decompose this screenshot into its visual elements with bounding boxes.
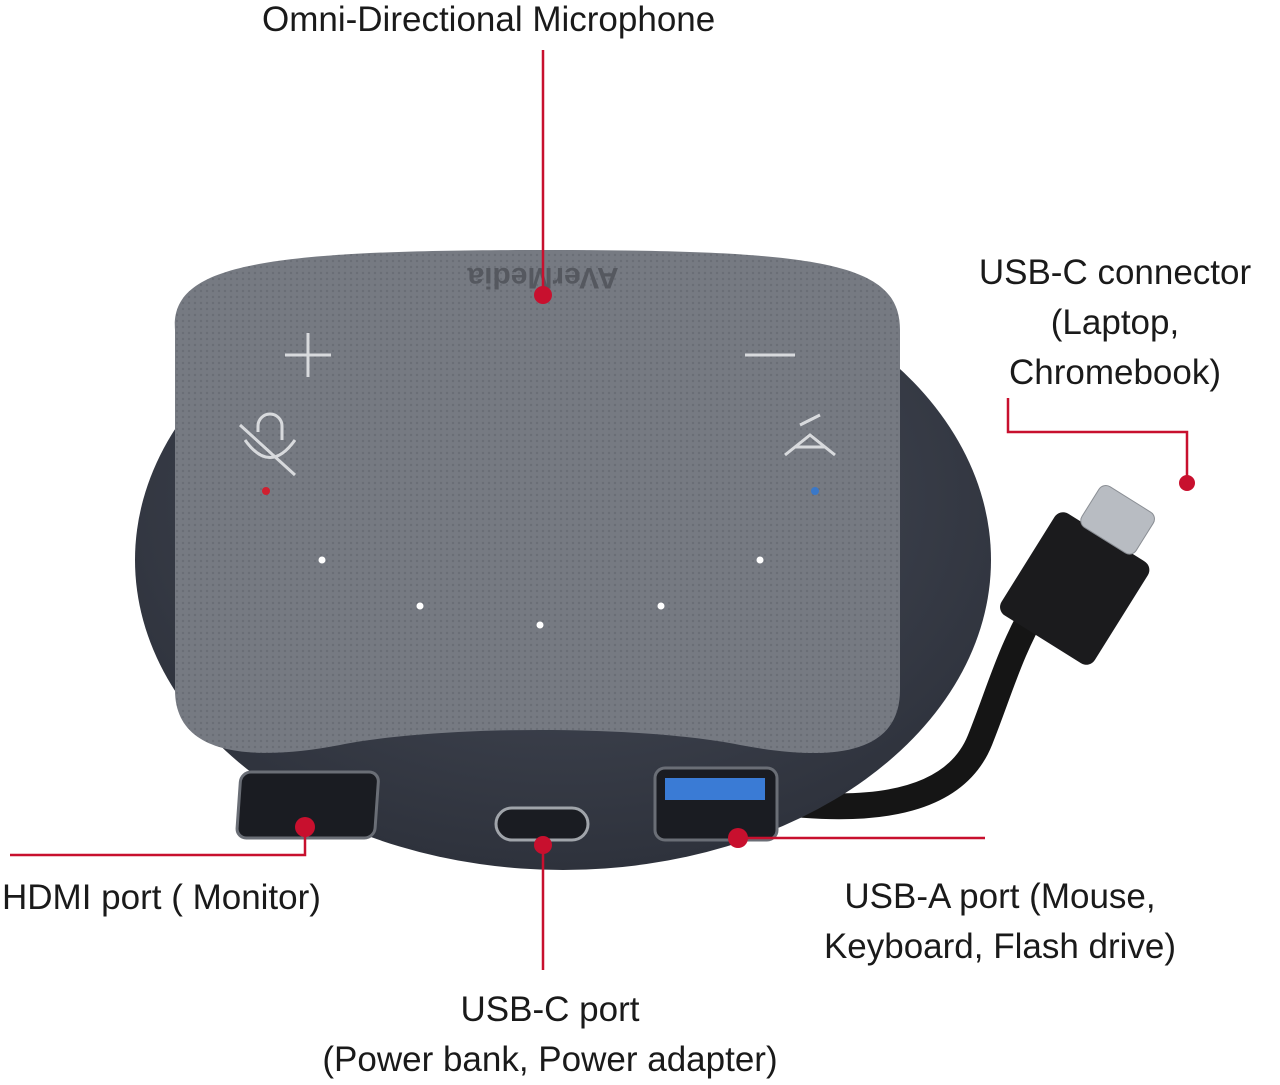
usba-marker xyxy=(728,828,748,848)
mic-marker xyxy=(534,286,552,304)
usb-c-cable xyxy=(758,593,1052,820)
usbc-port-marker xyxy=(534,836,552,854)
usba-label-1: USB-A port (Mouse, xyxy=(844,877,1156,916)
ai-led xyxy=(811,487,819,495)
usbc-port-label-1: USB-C port xyxy=(460,990,640,1029)
usbc-port-label-2: (Power bank, Power adapter) xyxy=(322,1040,778,1079)
ai-noise-icon xyxy=(784,413,836,457)
hdmi-marker xyxy=(295,817,315,837)
usbc-connector-label-3: Chromebook) xyxy=(1008,353,1222,392)
mute-led xyxy=(262,487,270,495)
speaker-cap xyxy=(174,250,901,753)
usbc-connector-label-1: USB-C connector xyxy=(978,253,1252,292)
mic-mute-icon xyxy=(238,412,297,477)
usb-c-port xyxy=(494,806,590,842)
hdmi-label: HDMI port ( Monitor) xyxy=(2,878,321,917)
microphone-label: Omni-Directional Microphone xyxy=(262,0,716,39)
usb-c-plug xyxy=(1000,485,1155,665)
usba-label-2: Keyboard, Flash drive) xyxy=(823,927,1177,966)
plus-icon xyxy=(285,333,331,377)
usbc-connector-label-2: (Laptop, xyxy=(1050,303,1180,342)
usbc-connector-marker xyxy=(1179,475,1195,491)
